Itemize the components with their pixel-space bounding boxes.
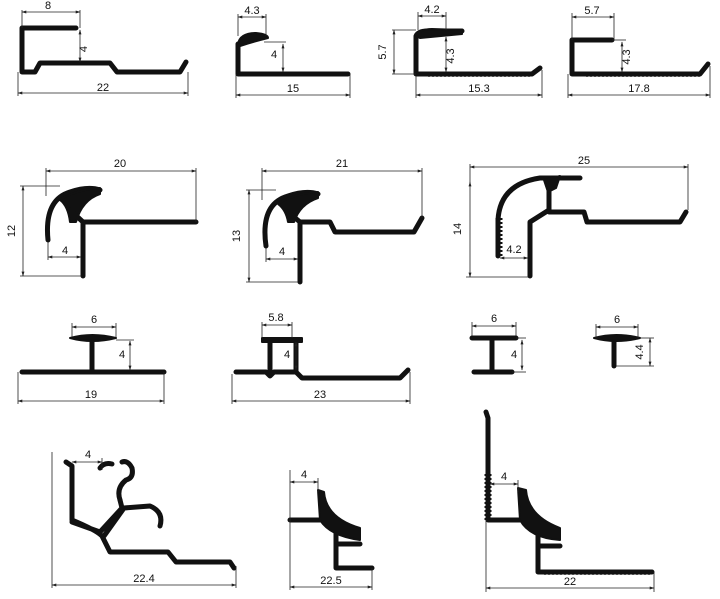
profile-2-dim-b: 4 [271,49,277,61]
profile-3-dim-b: 5.7 [377,44,389,59]
profile-4-dim-b: 4.3 [621,49,633,64]
profile-3: 4.2 5.7 4.3 15.3 [377,4,543,98]
profile-13-dim-b: 22.5 [320,575,341,587]
profile-12: 4 22.4 [51,449,237,588]
profile-11-dim-b: 4.4 [634,344,646,359]
profile-8-dim-a: 6 [91,314,97,326]
profile-14-shape [483,409,655,575]
profile-7-dim-b: 14 [452,223,464,235]
profile-6-dim-b: 13 [231,230,243,242]
profile-9-dim-c: 23 [314,389,326,401]
profile-1: 8 4 22 [17,0,189,96]
profile-10-dim-b: 4 [511,349,517,361]
profile-1-dim-a: 8 [45,0,51,12]
profile-7-dim-c: 4.2 [506,244,521,256]
profile-9-dim-a: 5.8 [268,312,283,324]
profile-8-shape [19,339,167,375]
profile-5-dim-a: 20 [114,158,126,170]
profile-12-dim-b: 22.4 [133,573,154,585]
profile-4-dim-c: 17.8 [628,83,649,95]
profile-14-dim-a: 4 [501,471,507,483]
profile-9-shape [233,339,411,381]
profile-8-dim-b: 4 [119,349,125,361]
profile-14: 4 22 [483,409,655,592]
profile-5-dim-b: 12 [6,225,18,237]
profile-5: 20 12 4 [6,158,199,279]
profile-2: 4.3 4 15 [235,5,351,98]
profile-7-dim-a: 25 [578,155,590,167]
profile-5-dim-c: 4 [62,245,68,257]
profile-4: 5.7 4.3 17.8 [567,5,711,98]
profile-4-dim-a: 5.7 [584,5,599,17]
profile-13: 4 22.5 [287,469,375,590]
profile-6: 21 13 4 [231,158,425,285]
profile-6-dim-c: 4 [279,246,285,258]
profile-1-shape [19,25,189,75]
profile-11-dim-a: 6 [614,314,620,326]
profile-4-shape [569,37,711,77]
profile-11: 6 4.4 [593,314,654,369]
profile-6-dim-a: 21 [336,158,348,170]
profile-2-bead [237,32,269,47]
profile-8-dim-c: 19 [85,389,97,401]
profile-1-dim-c: 22 [97,82,109,94]
profile-3-dim-a: 4.2 [424,4,439,16]
profile-14-dim-b: 22 [564,576,576,588]
profile-7: 25 14 4.2 [452,155,689,279]
profile-9-dim-b: 4 [284,349,290,361]
profile-7-shape [495,175,689,279]
profile-2-dim-a: 4.3 [244,5,259,17]
profile-13-dim-a: 4 [301,469,307,481]
profile-3-dim-c: 4.3 [445,48,457,63]
profile-2-shape [235,41,351,77]
profile-8: 6 4 19 [17,314,167,404]
profile-9: 5.8 4 23 [231,312,411,404]
profile-10-shape [469,335,519,375]
profile-10: 6 4 [469,313,526,375]
profile-12-dim-a: 4 [85,449,91,461]
profile-2-dim-c: 15 [287,83,299,95]
profile-10-dim-a: 6 [491,313,497,325]
profile-1-dim-b: 4 [78,46,90,52]
profile-3-dim-d: 15.3 [468,83,489,95]
profile-12-shape [63,459,237,571]
